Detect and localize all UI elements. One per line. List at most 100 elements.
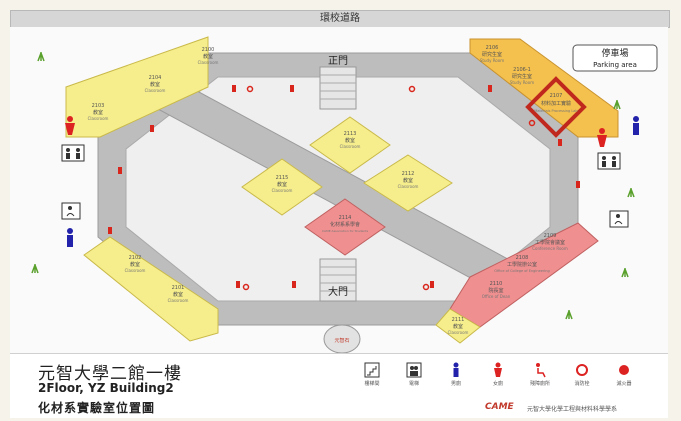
svg-text:教室: 教室 <box>93 109 103 116</box>
svg-text:Classroom: Classroom <box>198 60 219 65</box>
room-2109[interactable]: 2109 工學院會議室 Conference Room <box>532 233 568 251</box>
svg-text:Conference Room: Conference Room <box>532 246 568 251</box>
svg-text:2115: 2115 <box>276 175 289 181</box>
ring-road-label: 環校道路 <box>320 13 360 24</box>
room-2102[interactable]: 2102 教室 Classroom <box>125 255 146 273</box>
svg-text:教室: 教室 <box>173 291 183 298</box>
legend-item-stairs: 樓梯間 <box>360 360 384 398</box>
legend-subtitle-zh: 化材系實驗室位置圖 <box>38 401 156 415</box>
room-2101[interactable]: 2101 教室 Classroom <box>168 285 189 303</box>
room-2112[interactable]: 2112 教室 Classroom <box>398 171 419 189</box>
svg-text:Office of College of Engineeri: Office of College of Engineering <box>494 269 549 273</box>
floor-plan: 正門 大門 2100 教室 Classroom 2104 教室 Classroo… <box>10 27 668 353</box>
room-2107-highlight[interactable] <box>525 76 587 138</box>
svg-text:2101: 2101 <box>172 285 185 291</box>
svg-text:化材系系學會: 化材系系學會 <box>330 221 360 228</box>
svg-text:2107: 2107 <box>550 93 563 99</box>
womens-restroom-icon <box>494 362 502 377</box>
legend-item-womens: 女廁 <box>486 360 510 398</box>
svg-text:Classroom: Classroom <box>272 188 293 193</box>
room-2111[interactable]: 2111 教室 Classroom <box>448 317 469 335</box>
disabled-restroom-icon-right <box>609 210 629 228</box>
south-gate-label: 大門 <box>328 285 348 298</box>
svg-text:Classroom: Classroom <box>398 184 419 189</box>
restroom-sign-icon <box>61 144 85 162</box>
room-2108[interactable]: 2108 工學院辦公室 Office of College of Enginee… <box>494 255 549 273</box>
legend-items: 樓梯間 電梯 男廁 女廁 殘障廁所 消防栓 <box>360 360 660 398</box>
svg-text:Study Room: Study Room <box>510 80 534 85</box>
legend-item-fire-ext: 滅火器 <box>612 360 636 398</box>
svg-text:2109: 2109 <box>544 233 557 239</box>
dept-logo: CAME <box>485 402 514 412</box>
svg-text:2113: 2113 <box>344 131 357 137</box>
room-2100[interactable]: 2100 教室 Classroom <box>198 47 219 65</box>
disabled-restroom-icon <box>61 202 81 220</box>
svg-text:教室: 教室 <box>277 181 287 188</box>
fire-alarm-markers <box>242 85 536 291</box>
room-2115[interactable]: 2115 教室 Classroom <box>272 175 293 193</box>
room-2110[interactable]: 2110 院長室 Office of Dean <box>482 281 511 299</box>
legend-item-disabled: 殘障廁所 <box>528 360 552 398</box>
north-gate-stairs <box>319 66 357 110</box>
legend-title-en: 2Floor, YZ Building2 <box>38 381 174 395</box>
mens-restroom-icon-right <box>633 116 639 135</box>
svg-text:Materials Processing Lab: Materials Processing Lab <box>534 109 578 113</box>
yuanzhi-stone-label: 元智石 <box>334 337 349 344</box>
svg-text:教室: 教室 <box>203 53 213 60</box>
svg-text:教室: 教室 <box>130 261 140 268</box>
svg-text:Study Room: Study Room <box>480 58 504 63</box>
room-office-block <box>449 222 599 328</box>
svg-text:Classroom: Classroom <box>88 116 109 121</box>
svg-text:2106-1: 2106-1 <box>513 67 531 73</box>
svg-text:教室: 教室 <box>150 81 160 88</box>
room-2113[interactable]: 2113 教室 Classroom <box>340 131 361 149</box>
room-2107[interactable]: 2107 材料加工實驗 Materials Processing Lab <box>534 93 578 113</box>
room-2112-block <box>363 154 453 212</box>
room-2114[interactable]: 2114 化材系系學會 CAME Association for Student… <box>322 215 369 233</box>
room-2106[interactable]: 2106 研究生室 Study Room <box>480 45 504 63</box>
restroom-sign-icon-right <box>597 152 621 170</box>
svg-text:2108: 2108 <box>516 255 529 261</box>
svg-text:2102: 2102 <box>129 255 142 261</box>
room-2104[interactable]: 2104 教室 Classroom <box>145 75 166 93</box>
svg-text:2100: 2100 <box>202 47 215 53</box>
room-2102-2101-block <box>83 236 219 342</box>
legend-panel: 元智大學二館一樓 2Floor, YZ Building2 化材系實驗室位置圖 … <box>10 353 668 418</box>
svg-text:2103: 2103 <box>92 103 105 109</box>
svg-text:Classroom: Classroom <box>448 330 469 335</box>
womens-restroom-icon <box>65 116 75 135</box>
fire-alarm-icon <box>576 364 588 376</box>
room-2106-1[interactable]: 2106-1 研究生室 Study Room <box>510 67 534 85</box>
svg-text:教室: 教室 <box>453 323 463 330</box>
svg-text:2106: 2106 <box>486 45 499 51</box>
svg-text:教室: 教室 <box>403 177 413 184</box>
yuanzhi-stone <box>323 324 361 353</box>
parking-subtitle: Parking area <box>593 61 637 69</box>
svg-text:Classroom: Classroom <box>340 144 361 149</box>
svg-text:院長室: 院長室 <box>488 287 503 294</box>
svg-text:Classroom: Classroom <box>145 88 166 93</box>
dept-footnote: 元智大學化學工程與材料科學學系 <box>527 406 618 413</box>
svg-text:研究生室: 研究生室 <box>482 51 502 58</box>
room-2100-2104-2103-block <box>65 36 209 138</box>
room-2103[interactable]: 2103 教室 Classroom <box>88 103 109 121</box>
north-gate-label: 正門 <box>328 55 348 67</box>
legend-footer: CAME 元智大學化學工程與材料科學學系 <box>485 402 665 414</box>
elevator-icon <box>406 362 422 378</box>
svg-text:Classroom: Classroom <box>125 268 146 273</box>
svg-text:Office of Dean: Office of Dean <box>482 294 511 299</box>
womens-restroom-icon-right <box>597 128 607 147</box>
legend-item-mens: 男廁 <box>444 360 468 398</box>
room-2113-block <box>309 116 391 174</box>
grass-decoration <box>31 52 635 320</box>
svg-text:工學院辦公室: 工學院辦公室 <box>507 261 537 268</box>
svg-text:教室: 教室 <box>345 137 355 144</box>
ring-road-bar: 環校道路 <box>10 10 670 28</box>
svg-text:2110: 2110 <box>490 281 503 287</box>
legend-item-fire-alarm: 消防栓 <box>570 360 594 398</box>
svg-text:研究生室: 研究生室 <box>512 73 532 80</box>
svg-text:Classroom: Classroom <box>168 298 189 303</box>
legend-item-elevator: 電梯 <box>402 360 426 398</box>
svg-text:2111: 2111 <box>452 317 465 323</box>
disabled-restroom-icon <box>536 363 546 378</box>
